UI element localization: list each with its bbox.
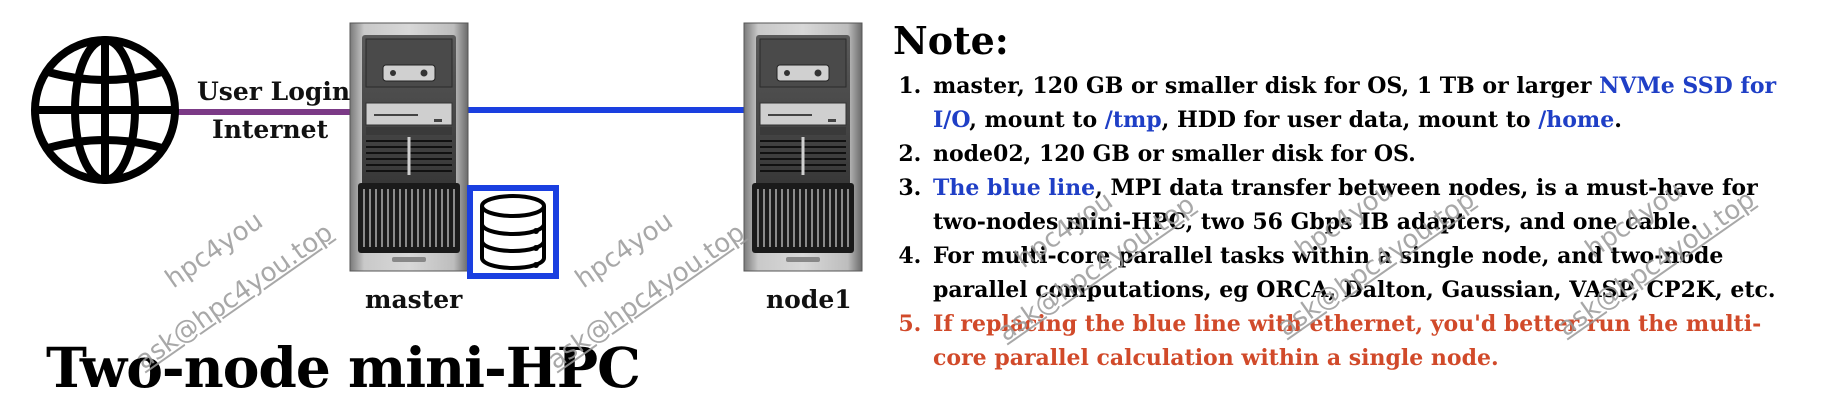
notes-list: master, 120 GB or smaller disk for OS, 1… [893,69,1808,375]
master-server-icon [348,21,470,273]
node1-server-icon [742,21,864,273]
note-item-3: The blue line, MPI data transfer between… [929,171,1808,239]
notes-heading: Note: [893,18,1009,63]
link-label-internet: Internet [212,115,329,144]
note-item-5: If replacing the blue line with ethernet… [929,307,1808,375]
globe-icon [31,36,179,184]
note-item-1: master, 120 GB or smaller disk for OS, 1… [929,69,1808,137]
master-label: master [365,285,463,314]
node1-label: node1 [766,285,852,314]
note-item-4: For multi-core parallel tasks within a s… [929,239,1808,307]
cluster-diagram [31,21,864,279]
notes-panel: Note: master, 120 GB or smaller disk for… [893,18,1808,375]
database-icon [480,194,546,270]
link-label-user-login: User Login [197,77,351,106]
diagram-title: Two-node mini-HPC [46,335,641,400]
note-item-2: node02, 120 GB or smaller disk for OS. [929,137,1808,171]
